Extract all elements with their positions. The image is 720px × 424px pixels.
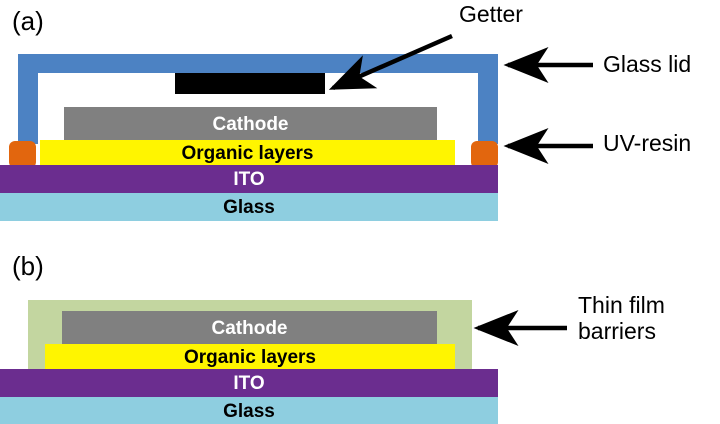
organic-layers-label-a: Organic layers [181, 143, 314, 164]
glass-lid-right-wall [478, 54, 498, 144]
glass-layer-b: Glass [0, 397, 498, 424]
cathode-label-b: Cathode [211, 318, 288, 339]
cathode-layer-b: Cathode [62, 311, 437, 344]
organic-layers-label-b: Organic layers [183, 347, 317, 368]
cathode-layer-a: Cathode [64, 107, 437, 140]
cathode-label-a: Cathode [212, 114, 289, 135]
glass-lid-top [18, 54, 498, 73]
ito-layer-b: ITO [0, 369, 498, 397]
callout-thin-film-barriers-text: Thin film barriers [578, 292, 665, 344]
panel-b-label: (b) [12, 251, 44, 281]
uv-resin-left [9, 141, 36, 168]
callout-getter-text: Getter [459, 1, 523, 27]
callout-glass-lid-text: Glass lid [603, 51, 692, 77]
glass-label-a: Glass [223, 197, 275, 218]
organic-layers-b: Organic layers [45, 344, 455, 369]
ito-label-a: ITO [233, 169, 265, 190]
ito-label-b: ITO [233, 373, 265, 394]
glass-label-b: Glass [223, 401, 275, 422]
glass-layer-a: Glass [0, 193, 498, 221]
ito-layer-a: ITO [0, 165, 498, 193]
glass-lid-left-wall [18, 54, 38, 144]
getter-block [175, 73, 325, 94]
callout-uv-resin-text: UV-resin [603, 130, 692, 156]
uv-resin-right [471, 141, 498, 168]
panel-a-label: (a) [12, 6, 44, 36]
organic-layers-a: Organic layers [40, 140, 455, 165]
